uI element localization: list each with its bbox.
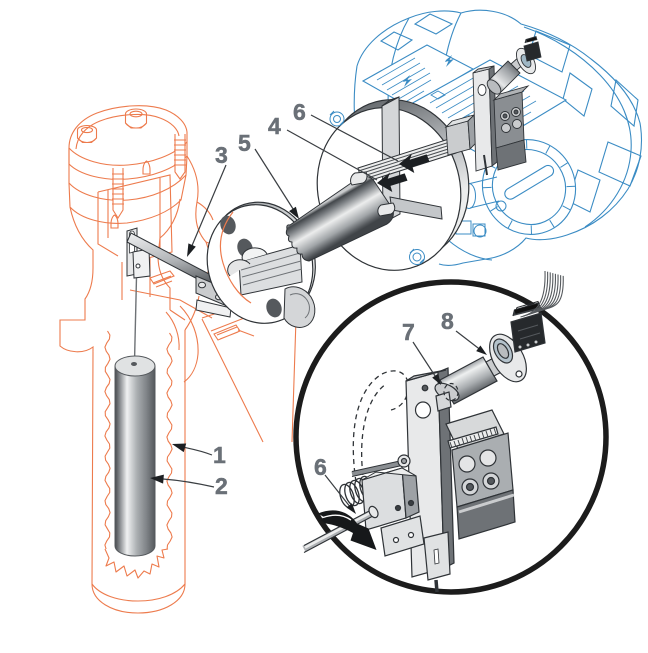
svg-text:7: 7 [402,319,415,345]
svg-text:6: 6 [314,454,327,480]
svg-text:5: 5 [238,130,251,156]
svg-text:2: 2 [215,473,228,499]
svg-text:1: 1 [213,442,226,468]
svg-text:4: 4 [268,113,281,139]
svg-text:8: 8 [441,308,454,334]
svg-text:6: 6 [293,99,306,125]
svg-text:3: 3 [215,142,228,168]
